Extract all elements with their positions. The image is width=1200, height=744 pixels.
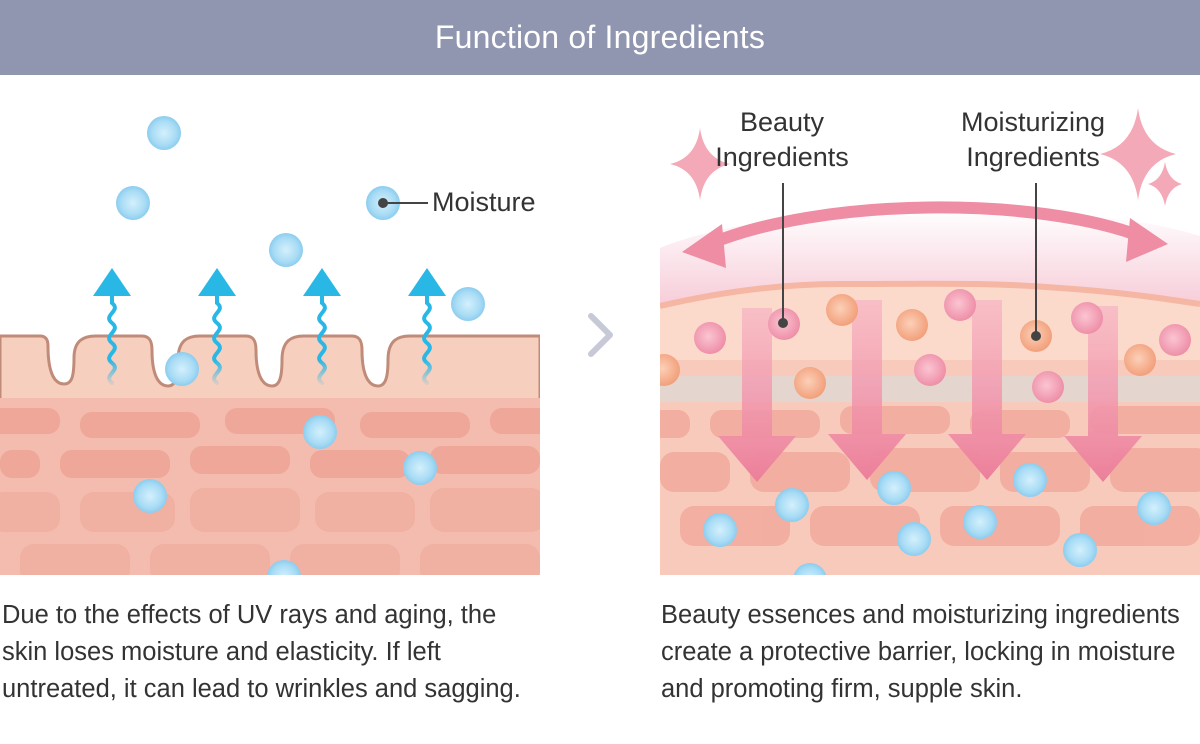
moisture-droplets: [703, 463, 1171, 575]
treated-skin-illustration: Beauty Ingredients Moisturizing Ingredie…: [660, 78, 1200, 575]
down-arrow-icons: [718, 300, 1142, 482]
moisture-label: Moisture: [432, 187, 536, 217]
beauty-ingredients-label: Beauty Ingredients: [712, 105, 852, 175]
moisturizing-ingredients-label: Moisturizing Ingredients: [950, 105, 1116, 175]
chevron-right-icon: [588, 313, 613, 357]
damaged-skin-illustration: Moisture: [0, 78, 540, 575]
moisturizing-label-line2: Ingredients: [966, 142, 1100, 172]
moisturizing-label-line1: Moisturizing: [960, 107, 1106, 137]
moisturizing-ingredient-particles: [660, 294, 1156, 399]
left-caption: Due to the effects of UV rays and aging,…: [2, 601, 521, 703]
barrier-double-arrow-icon: [682, 201, 1168, 268]
right-caption: Beauty essences and moisturizing ingredi…: [661, 601, 1180, 703]
header-title: Function of Ingredients: [0, 0, 1200, 75]
beauty-label-line1: Beauty: [739, 107, 825, 137]
sparkle-icons: [670, 108, 1182, 206]
uv-arrow-icons: [107, 289, 432, 385]
beauty-label-line2: Ingredients: [715, 142, 849, 172]
